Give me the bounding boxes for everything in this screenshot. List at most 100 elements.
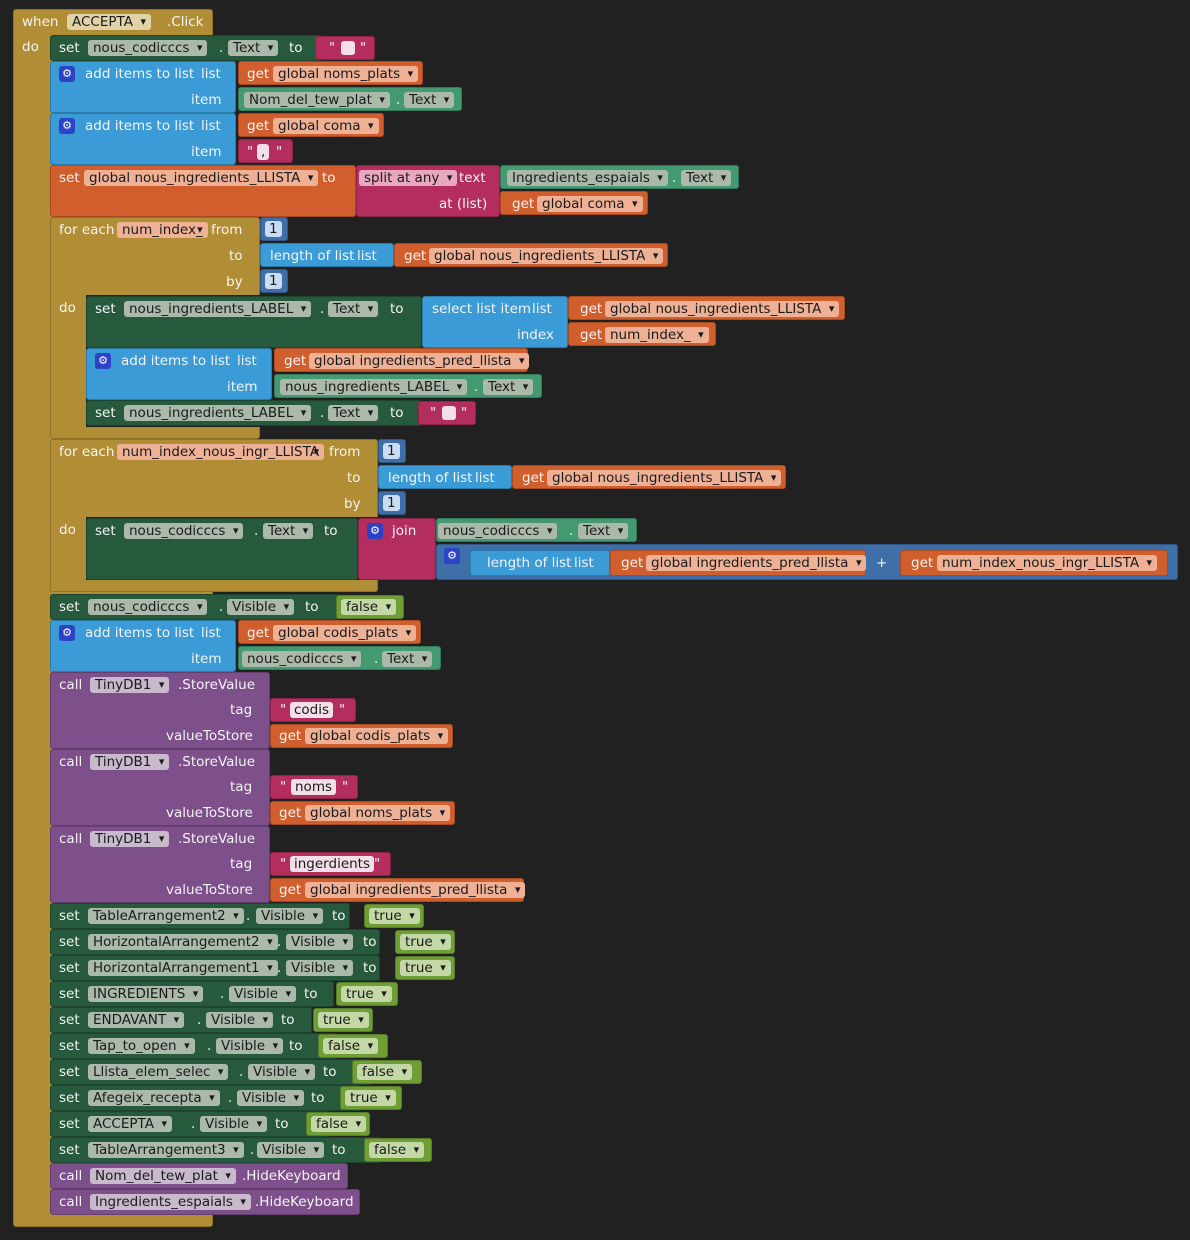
event-component-dropdown[interactable]: ACCEPTA — [67, 14, 151, 30]
boolean-dropdown[interactable]: true — [341, 986, 392, 1002]
boolean-dropdown[interactable]: false — [341, 599, 397, 615]
variable-dropdown[interactable]: global codis_plats — [273, 625, 417, 641]
component-dropdown[interactable]: HorizontalArrangement1 — [88, 960, 278, 976]
property-dropdown[interactable]: Visible — [227, 599, 295, 615]
property-dropdown[interactable]: Visible — [286, 960, 354, 976]
add-items-pred-llista-block[interactable] — [86, 348, 272, 400]
boolean-dropdown[interactable]: false — [357, 1064, 413, 1080]
length-of-list-block[interactable] — [470, 550, 610, 576]
mutator-gear-icon[interactable]: ⚙ — [59, 66, 75, 82]
empty-string-value[interactable] — [341, 41, 355, 55]
component-dropdown[interactable]: Nom_del_tew_plat — [244, 92, 390, 108]
mutator-gear-icon[interactable]: ⚙ — [95, 353, 111, 369]
component-dropdown[interactable]: Ingredients_espaials — [90, 1194, 251, 1210]
split-mode-dropdown[interactable]: split at any — [359, 170, 458, 186]
component-dropdown[interactable]: Afegeix_recepta — [88, 1090, 220, 1106]
property-dropdown[interactable]: Text — [328, 301, 379, 317]
variable-dropdown[interactable]: global coma — [537, 196, 643, 212]
component-dropdown[interactable]: Ingredients_espaials — [507, 170, 668, 186]
property-dropdown[interactable]: Text — [404, 92, 455, 108]
variable-dropdown[interactable]: global ingredients_pred_llista — [646, 555, 867, 571]
loop-variable-field[interactable]: num_index_ — [117, 222, 208, 238]
component-dropdown[interactable]: TableArrangement2 — [88, 908, 244, 924]
empty-string-value[interactable] — [442, 406, 456, 420]
string-value[interactable]: noms — [291, 779, 336, 795]
variable-dropdown[interactable]: global coma — [273, 118, 379, 134]
property-dropdown[interactable]: Visible — [237, 1090, 305, 1106]
variable-dropdown[interactable]: global nous_ingredients_LLISTA — [84, 170, 319, 186]
property-dropdown[interactable]: Text — [681, 170, 732, 186]
component-dropdown[interactable]: TableArrangement3 — [88, 1142, 244, 1158]
select-list-item-block[interactable] — [422, 296, 568, 348]
number-value[interactable]: 1 — [383, 495, 400, 511]
component-dropdown[interactable]: ACCEPTA — [88, 1116, 172, 1132]
component-dropdown[interactable]: nous_ingredients_LABEL — [124, 301, 312, 317]
variable-dropdown[interactable]: global ingredients_pred_llista — [305, 882, 526, 898]
add-items-codis-plats-block[interactable] — [50, 620, 236, 672]
component-dropdown[interactable]: ENDAVANT — [88, 1012, 185, 1028]
loop-variable-field[interactable]: num_index_nous_ingr_LLISTA — [117, 444, 325, 460]
property-dropdown[interactable]: Text — [328, 405, 379, 421]
variable-dropdown[interactable]: global nous_ingredients_LLISTA — [605, 301, 840, 317]
boolean-dropdown[interactable]: false — [323, 1038, 379, 1054]
variable-dropdown[interactable]: global ingredients_pred_llista — [309, 353, 530, 369]
property-dropdown[interactable]: Text — [263, 523, 314, 539]
mutator-gear-icon[interactable]: ⚙ — [444, 548, 460, 564]
add-items-noms-plats-block[interactable] — [50, 61, 236, 113]
component-dropdown[interactable]: nous_ingredients_LABEL — [124, 405, 312, 421]
component-dropdown[interactable]: Llista_elem_selec — [88, 1064, 229, 1080]
component-dropdown[interactable]: TinyDB1 — [90, 677, 170, 693]
boolean-dropdown[interactable]: false — [369, 1142, 425, 1158]
property-dropdown[interactable]: Text — [382, 651, 433, 667]
property-dropdown[interactable]: Visible — [216, 1038, 284, 1054]
to-keyword: to — [281, 1012, 295, 1028]
property-dropdown[interactable]: Visible — [286, 934, 354, 950]
component-dropdown[interactable]: TinyDB1 — [90, 754, 170, 770]
property-dropdown[interactable]: Visible — [248, 1064, 316, 1080]
component-dropdown[interactable]: INGREDIENTS — [88, 986, 204, 1002]
variable-dropdown[interactable]: global codis_plats — [305, 728, 449, 744]
variable-dropdown[interactable]: global nous_ingredients_LLISTA — [547, 470, 782, 486]
property-dropdown[interactable]: Visible — [257, 1142, 325, 1158]
property-dropdown[interactable]: Text — [483, 379, 534, 395]
variable-dropdown[interactable]: global noms_plats — [305, 805, 451, 821]
number-value[interactable]: 1 — [265, 273, 282, 289]
property-dropdown[interactable]: Visible — [206, 1012, 274, 1028]
component-dropdown[interactable]: HorizontalArrangement2 — [88, 934, 278, 950]
property-dropdown[interactable]: Text — [578, 523, 629, 539]
component-dropdown[interactable]: nous_codicccs — [88, 599, 208, 615]
component-dropdown[interactable]: TinyDB1 — [90, 831, 170, 847]
boolean-dropdown[interactable]: true — [400, 960, 451, 976]
component-dropdown[interactable]: nous_codicccs — [124, 523, 244, 539]
boolean-dropdown[interactable]: true — [345, 1090, 396, 1106]
string-value[interactable]: ingerdients — [290, 856, 375, 872]
component-dropdown[interactable]: nous_ingredients_LABEL — [280, 379, 468, 395]
boolean-dropdown[interactable]: true — [369, 908, 420, 924]
component-dropdown[interactable]: nous_codicccs — [438, 523, 558, 539]
component-dropdown[interactable]: nous_codicccs — [88, 40, 208, 56]
boolean-dropdown[interactable]: false — [311, 1116, 367, 1132]
number-value[interactable]: 1 — [265, 221, 282, 237]
mutator-gear-icon[interactable]: ⚙ — [59, 625, 75, 641]
property-dropdown[interactable]: Visible — [256, 908, 324, 924]
boolean-dropdown[interactable]: true — [400, 934, 451, 950]
component-dropdown[interactable]: nous_codicccs — [242, 651, 362, 667]
mutator-gear-icon[interactable]: ⚙ — [367, 523, 383, 539]
variable-dropdown[interactable]: num_index_ — [605, 327, 709, 343]
string-value[interactable]: , — [257, 144, 270, 160]
variable-dropdown[interactable]: global nous_ingredients_LLISTA — [429, 248, 664, 264]
boolean-dropdown[interactable]: true — [318, 1012, 369, 1028]
component-dropdown[interactable]: Tap_to_open — [88, 1038, 195, 1054]
property-dropdown[interactable]: Visible — [200, 1116, 268, 1132]
variable-dropdown[interactable]: global noms_plats — [273, 66, 419, 82]
property-dropdown[interactable]: Visible — [229, 986, 297, 1002]
property-dropdown[interactable]: Text — [228, 40, 279, 56]
string-value[interactable]: codis — [290, 702, 334, 718]
add-items-coma-block[interactable] — [50, 113, 236, 165]
length-of-list-block[interactable] — [378, 465, 512, 489]
number-value[interactable]: 1 — [383, 443, 400, 459]
component-dropdown[interactable]: Nom_del_tew_plat — [90, 1168, 236, 1184]
variable-dropdown[interactable]: num_index_nous_ingr_LLISTA — [937, 555, 1158, 571]
length-of-list-block[interactable] — [260, 243, 394, 267]
mutator-gear-icon[interactable]: ⚙ — [59, 118, 75, 134]
